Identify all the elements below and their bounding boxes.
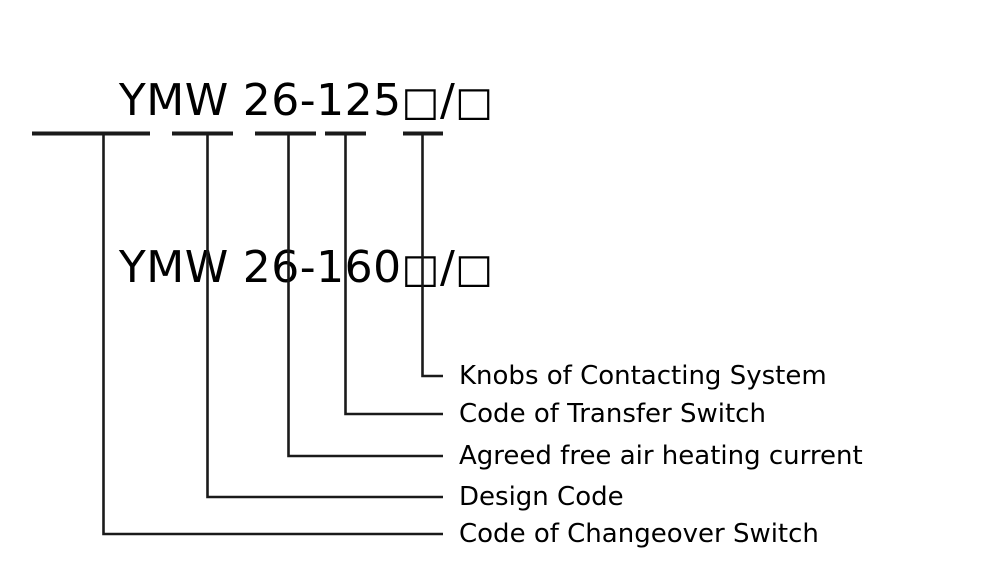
model-brand-1: YMW <box>118 75 229 126</box>
model-number-2: 26-160 <box>242 242 402 293</box>
model-number-1: 26-125 <box>242 75 402 126</box>
model-box1-1: □ <box>401 79 440 125</box>
callout-label-code-of-transfer-switch: Code of Transfer Switch <box>459 399 766 429</box>
model-brand-2: YMW <box>118 242 229 293</box>
callout-label-design-code: Design Code <box>459 482 624 512</box>
leader-path-changeover-switch <box>102 134 443 536</box>
callout-label-agreed-free-air-heating-current: Agreed free air heating current <box>459 441 863 471</box>
model-slash-2: / <box>439 242 456 293</box>
model-code-block: YMW 26-125□/□ YMW 26-160□/□ <box>32 18 502 352</box>
leader-path-heating-current <box>287 134 443 458</box>
model-box1-2: □ <box>401 246 440 292</box>
callout-label-knobs-of-contacting-system: Knobs of Contacting System <box>459 361 827 391</box>
callout-label-code-of-changeover-switch: Code of Changeover Switch <box>459 519 819 549</box>
leader-path-transfer-switch <box>344 134 443 416</box>
model-box2-2: □ <box>455 246 494 292</box>
leader-path-design-code <box>206 134 443 499</box>
model-box2-1: □ <box>455 79 494 125</box>
model-slash-1: / <box>439 75 456 126</box>
model-code-line-1: YMW 26-125□/□ <box>32 18 502 185</box>
model-code-line-2: YMW 26-160□/□ <box>32 185 502 352</box>
leader-path-knobs <box>421 134 443 378</box>
